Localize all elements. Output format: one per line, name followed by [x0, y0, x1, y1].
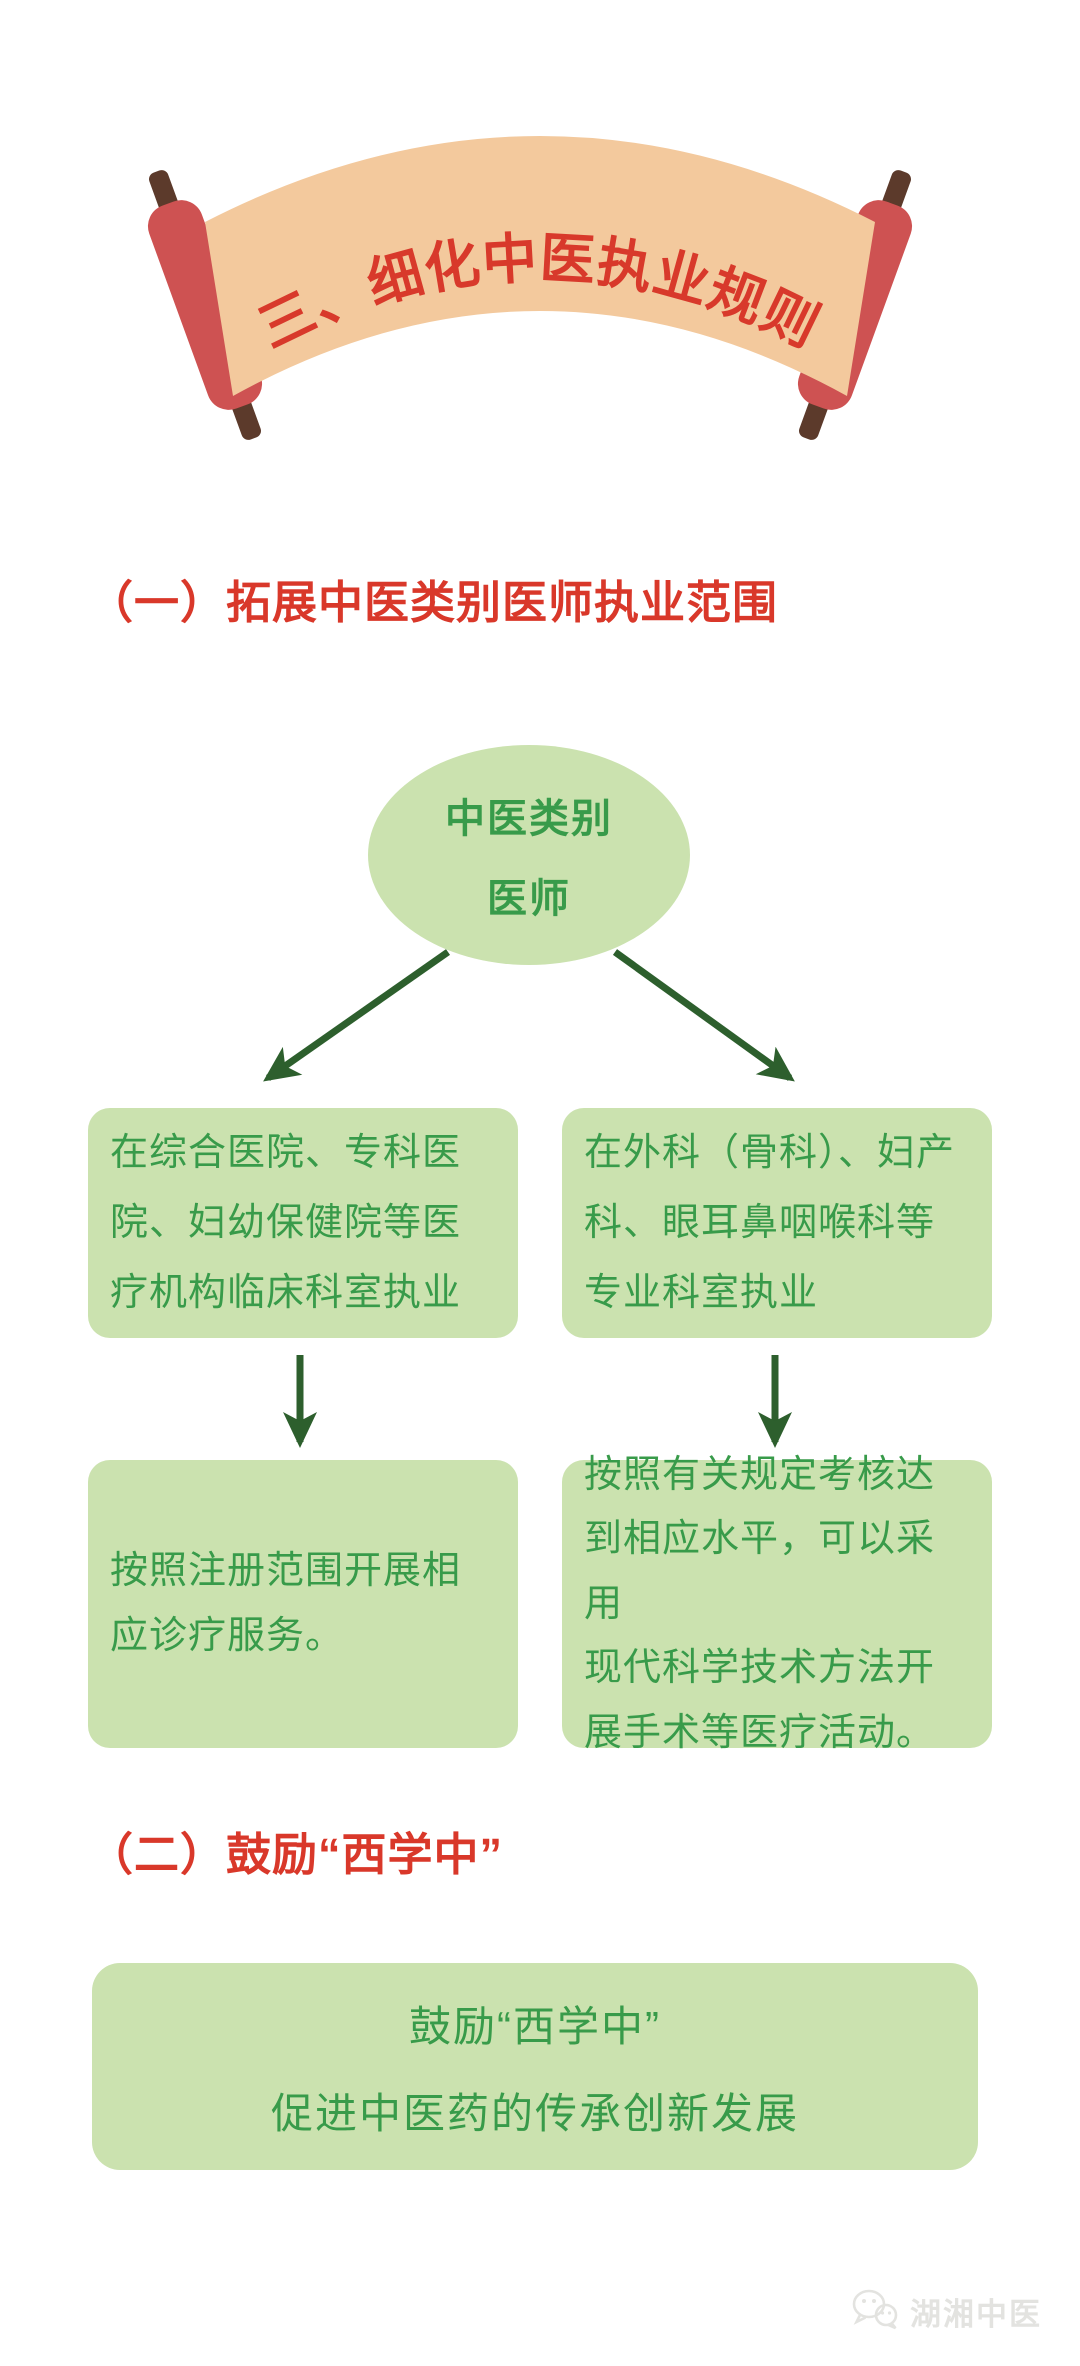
- root-node-line2: 医师: [487, 877, 571, 921]
- left-condition-box: 在综合医院、专科医 院、妇幼保健院等医 疗机构临床科室执业: [88, 1108, 518, 1338]
- arrow-root-to-left: [263, 949, 451, 1082]
- right-result-box: 按照有关规定考核达 到相应水平，可以采用 现代科学技术方法开 展手术等医疗活动。: [562, 1454, 992, 1754]
- section2-box: 鼓励“西学中” 促进中医药的传承创新发展: [92, 1963, 978, 2170]
- section2-heading: （二）鼓励“西学中”: [88, 1829, 504, 1880]
- root-node-ellipse: 中医类别 医师: [368, 745, 690, 965]
- section2-box-line2: 促进中医药的传承创新发展: [270, 2089, 799, 2137]
- brand-name: 湖湘中医: [910, 2296, 1042, 2332]
- left-condition-text: 在综合医院、专科医 院、妇幼保健院等医 疗机构临床科室执业: [110, 1131, 462, 1315]
- left-result-box: 按照注册范围开展相 应诊疗服务。: [88, 1460, 518, 1748]
- right-condition-box: 在外科（骨科）、妇产 科、眼耳鼻咽喉科等 专业科室执业: [562, 1108, 992, 1338]
- left-result-text: 按照注册范围开展相 应诊疗服务。: [110, 1550, 462, 1657]
- scroll-paper: [205, 136, 875, 396]
- scroll-banner: 三、细化中医执业规则: [147, 136, 913, 440]
- arrow-root-to-right: [612, 949, 795, 1082]
- right-result-text: 按照有关规定考核达 到相应水平，可以采用 现代科学技术方法开 展手术等医疗活动。: [584, 1453, 936, 1754]
- brand-watermark: 湖湘中医: [850, 2286, 1042, 2336]
- root-node-line1: 中医类别: [445, 797, 613, 841]
- wechat-logo-icon: [852, 2289, 898, 2330]
- section1-heading: （一）拓展中医类别医师执业范围: [88, 577, 779, 628]
- section2-box-line1: 鼓励“西学中”: [409, 2002, 661, 2050]
- right-condition-text: 在外科（骨科）、妇产 科、眼耳鼻咽喉科等 专业科室执业: [584, 1131, 956, 1315]
